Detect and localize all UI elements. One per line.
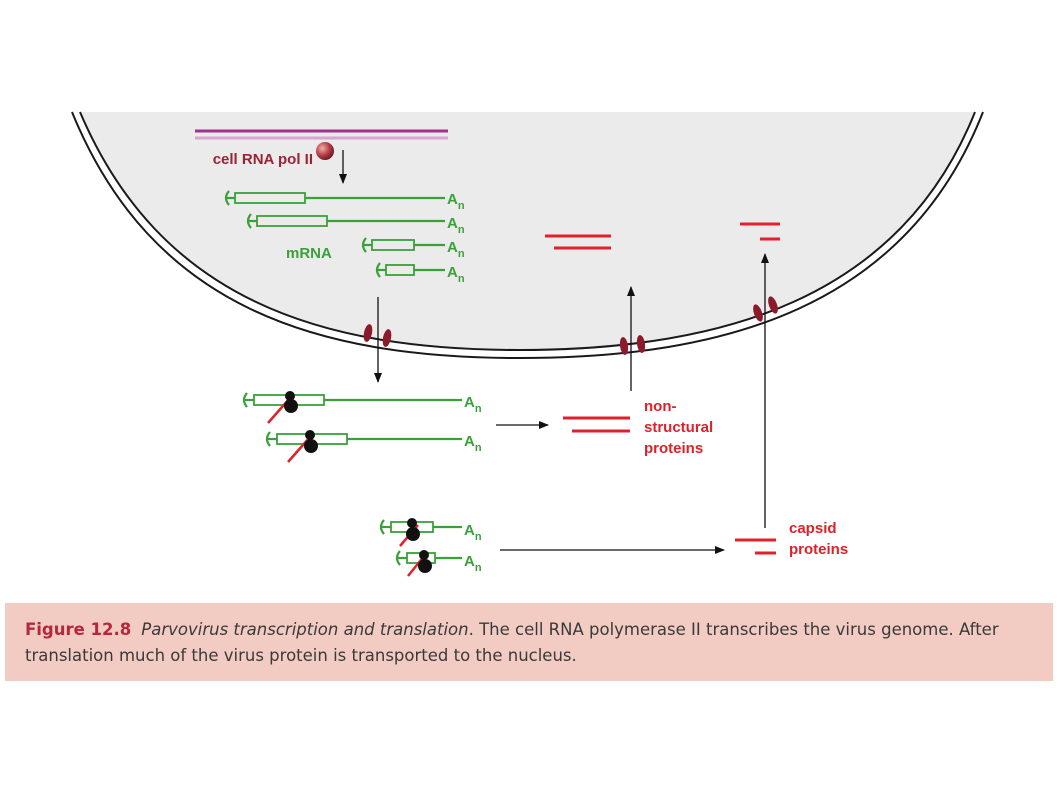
- polya-label: An: [447, 239, 465, 260]
- polya-label: An: [447, 264, 465, 285]
- ribosome-icon: [305, 430, 315, 440]
- nucleus: [71, 111, 984, 360]
- polya-label: An: [447, 215, 465, 236]
- mrna-transcript: [224, 190, 445, 206]
- nuclear-pore: [363, 324, 392, 347]
- nuclear-pore: [753, 296, 778, 322]
- nonstructural-label: non- structural proteins: [644, 398, 717, 457]
- nuclear-envelope-outer: [71, 111, 984, 360]
- parvovirus-diagram: cell RNA pol II An An An An mRNA: [71, 111, 984, 577]
- translating-mrna: An: [265, 430, 482, 463]
- nuclear-pore: [619, 335, 646, 355]
- nuclear-pores: [363, 296, 778, 355]
- nonstructural-proteins: [563, 416, 630, 433]
- nuclear-nonstructural-proteins: [545, 234, 611, 250]
- polya-label: An: [464, 433, 482, 454]
- ribosome-icon: [285, 391, 295, 401]
- nucleus-interior: [80, 112, 975, 350]
- nuclear-polya-labels: An An An An: [447, 191, 465, 285]
- mrna-transcript: [375, 262, 445, 278]
- nuclear-mrnas: [224, 190, 445, 278]
- ribosome-icon: [284, 399, 298, 413]
- ribosome-icon: [304, 439, 318, 453]
- capsid-label: capsid proteins: [789, 520, 848, 558]
- figure-number: Figure 12.8: [25, 620, 132, 639]
- translating-mrna: An: [242, 391, 482, 424]
- ribosome-icon: [407, 518, 417, 528]
- figure-caption-text: . The cell RNA polymerase II transcribes…: [25, 620, 999, 665]
- capsid-proteins: [735, 538, 776, 555]
- translating-mrna: An: [395, 550, 482, 577]
- nuclear-capsid-proteins: [740, 222, 780, 241]
- rna-polymerase-icon: [316, 142, 334, 160]
- ribosome-icon: [406, 527, 420, 541]
- nuclear-envelope-inner: [79, 111, 976, 352]
- pol-label: cell RNA pol II: [213, 151, 313, 168]
- viral-dna: [195, 129, 448, 140]
- translating-mrna: An: [379, 518, 482, 547]
- polya-label: An: [464, 553, 482, 574]
- mrna-label: mRNA: [286, 245, 332, 262]
- ribosome-icon: [418, 559, 432, 573]
- mrna-transcript: [246, 213, 445, 229]
- polya-label: An: [447, 191, 465, 212]
- figure-title: Parvovirus transcription and translation: [141, 620, 469, 639]
- ribosome-icon: [419, 550, 429, 560]
- polya-label: An: [464, 394, 482, 415]
- polya-label: An: [464, 522, 482, 543]
- figure-caption: Figure 12.8 Parvovirus transcription and …: [5, 603, 1053, 681]
- mrna-transcript: [361, 237, 445, 253]
